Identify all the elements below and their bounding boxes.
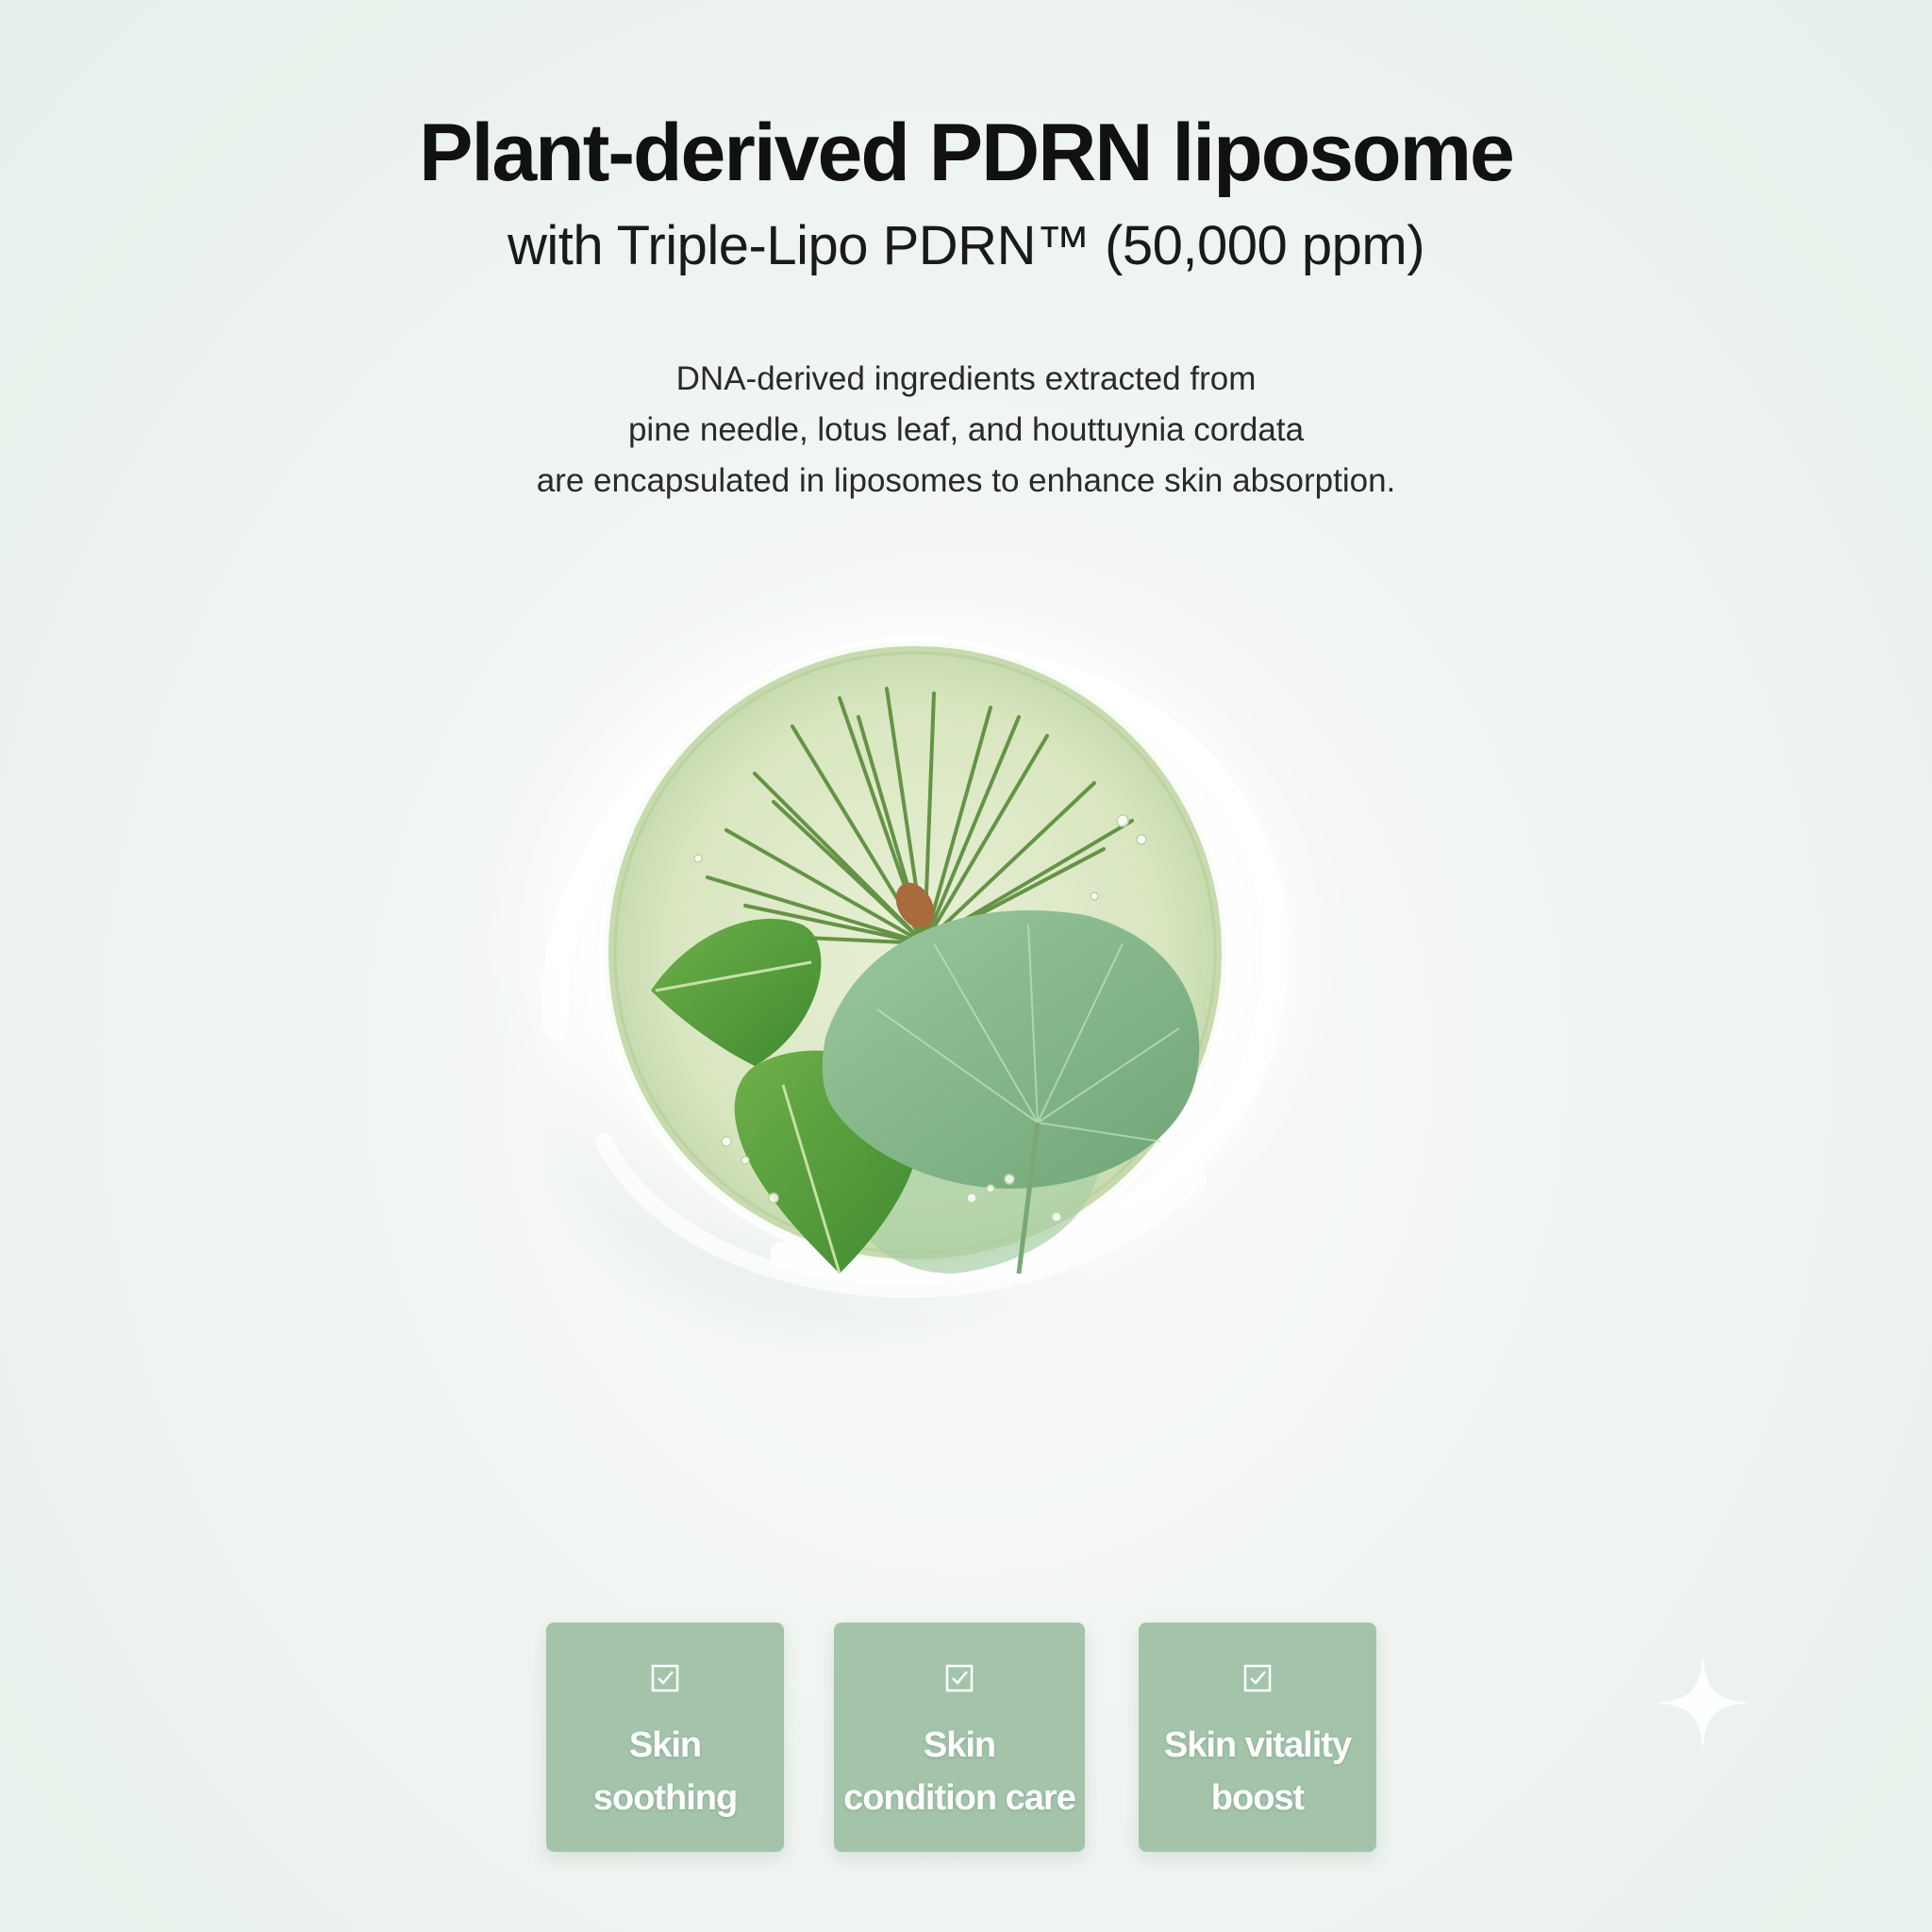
description: DNA-derived ingredients extracted from p… xyxy=(0,354,1932,507)
benefit-cards: Skin soothing Skin condition care Skin v… xyxy=(0,1623,1932,1854)
checkbox-checked-icon xyxy=(651,1664,679,1692)
petri-dish-with-leaves-icon xyxy=(443,538,1387,1406)
description-line: are encapsulated in liposomes to enhance… xyxy=(536,462,1396,499)
benefit-card-skin-soothing: Skin soothing xyxy=(546,1623,784,1852)
benefit-card-skin-condition-care: Skin condition care xyxy=(834,1623,1085,1852)
four-point-sparkle-icon xyxy=(1656,1656,1750,1750)
checkbox-checked-icon xyxy=(945,1664,974,1692)
benefit-card-skin-vitality-boost: Skin vitality boost xyxy=(1139,1623,1376,1852)
description-line: DNA-derived ingredients extracted from xyxy=(675,360,1257,397)
page-title: Plant-derived PDRN liposome xyxy=(419,108,1515,198)
benefit-label: Skin condition care xyxy=(843,1725,1076,1818)
benefit-label: Skin vitality boost xyxy=(1163,1725,1352,1818)
description-line: pine needle, lotus leaf, and houttuynia … xyxy=(627,411,1305,448)
checkbox-checked-icon xyxy=(1243,1664,1272,1692)
benefit-label: Skin soothing xyxy=(592,1725,738,1818)
page-subtitle: with Triple-Lipo PDRN™ (50,000 ppm) xyxy=(507,215,1425,276)
